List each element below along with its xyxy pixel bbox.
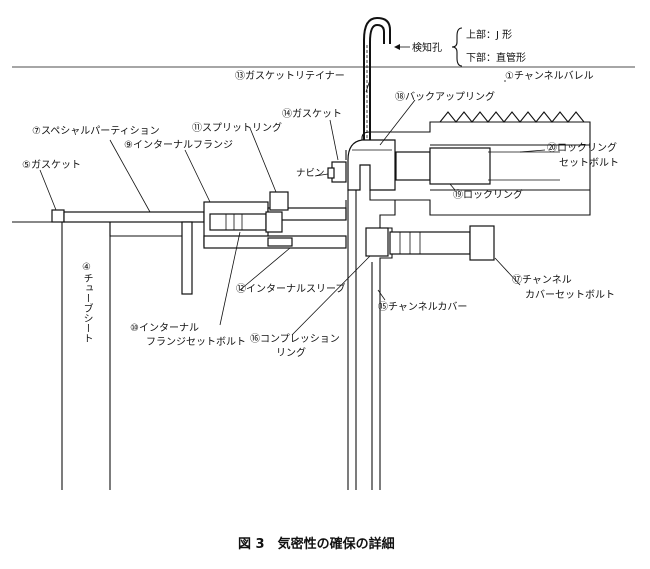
internal-flange-set-bolt <box>209 211 283 233</box>
leader-lines <box>39 79 546 336</box>
label-channel-barrel: ①チャンネルバレル <box>505 70 594 82</box>
figure-caption: 図 3 気密性の確保の詳細 <box>238 536 395 552</box>
label-gasket-14: ⑭ガスケット <box>282 108 342 120</box>
inspection-hole-label: 検知孔 <box>412 41 442 54</box>
split-ring <box>269 191 289 211</box>
label-backup-ring: ⑱バックアップリング <box>395 90 495 103</box>
hole-arrow <box>394 44 400 50</box>
label-nabin: ナビン <box>296 168 325 179</box>
label-flange-bolt-1: ⑩インターナル <box>130 322 199 334</box>
channel-barrel <box>361 111 591 216</box>
label-channel-cover: ⑮チャンネルカバー <box>378 301 467 313</box>
label-lock-ring-set-bolt-2: セットボルト <box>559 157 619 169</box>
label-special-partition: ⑦スペシャルパーティション <box>32 125 160 137</box>
brace <box>451 27 463 67</box>
label-split-ring: ⑪スプリットリング <box>192 121 282 134</box>
label-internal-flange: ⑨インターナルフランジ <box>124 139 233 151</box>
channel-cover <box>347 190 396 490</box>
internal-sleeve <box>203 235 347 249</box>
upper-type-label: 上部：J 形 <box>466 28 512 41</box>
label-channel-cover-bolt-2: カバーセットボルト <box>525 289 615 301</box>
tube-sheet <box>12 209 111 490</box>
gasket-14-inner <box>327 167 335 179</box>
label-compression-ring-2: リング <box>276 346 306 359</box>
inspection-tube-j <box>363 16 391 160</box>
label-compression-ring-1: ⑯コンプレッション <box>250 333 340 345</box>
lower-type-label: 下部：直管形 <box>466 51 526 64</box>
backup-ring <box>347 139 396 191</box>
label-gasket-5: ⑤ガスケット <box>22 159 81 171</box>
label-lock-ring-set-bolt-1: ⑳ロックリング <box>547 141 617 154</box>
compression-ring <box>365 227 389 257</box>
channel-cover-set-bolt <box>389 225 495 261</box>
label-tube-sheet: ④チューブシート <box>81 262 92 343</box>
label-flange-bolt-2: フランジセットボルト <box>146 336 246 348</box>
label-channel-cover-bolt-1: ⑰チャンネル <box>512 274 572 286</box>
label-internal-sleeve: ⑫インターナルスリーブ <box>236 282 345 295</box>
lock-ring-set-bolt <box>395 147 560 185</box>
label-lock-ring: ⑲ロックリング <box>453 188 523 201</box>
label-gasket-retainer: ⑬ガスケットリテイナー <box>235 70 345 82</box>
